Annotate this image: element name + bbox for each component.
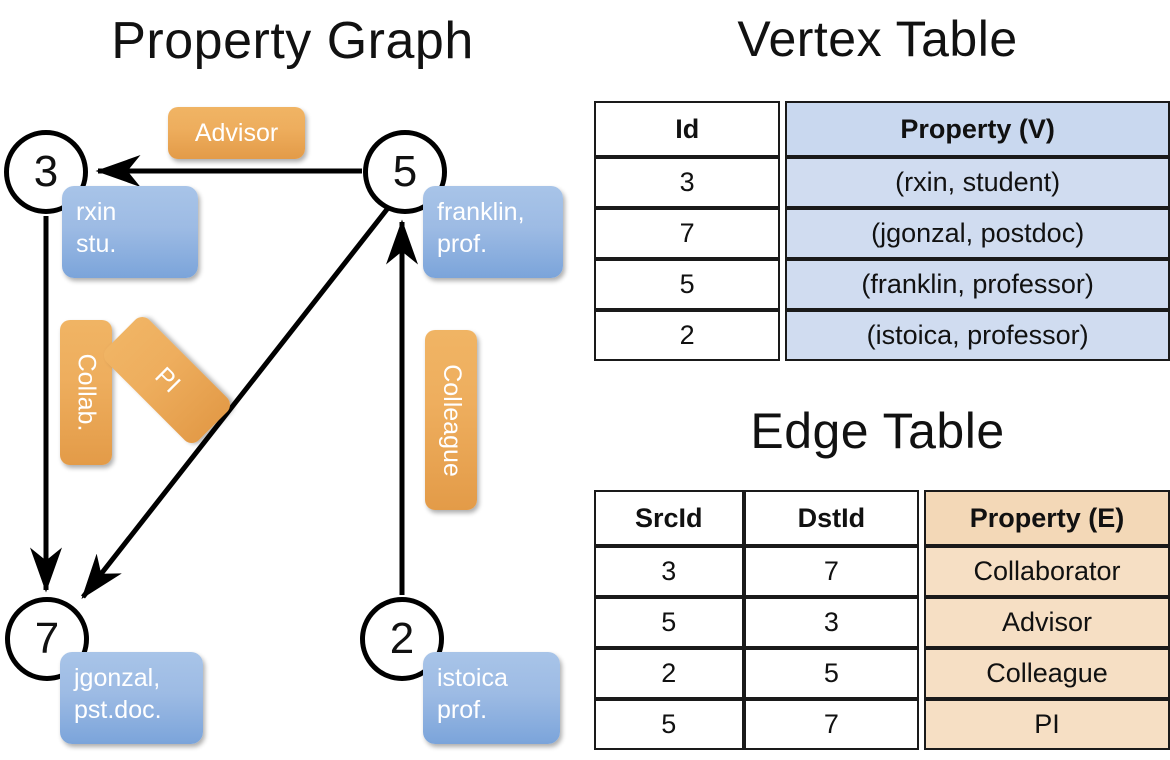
vertex-cell-id: 2 (594, 310, 781, 361)
edge-cell-dstid: 7 (743, 699, 920, 750)
page-title-property-graph: Property Graph (111, 12, 474, 70)
table-row: 3 (rxin, student) (594, 157, 1170, 208)
vertex-table: Id Property (V) 3 (rxin, student) 7 (jgo… (594, 101, 1170, 361)
node-label-2: 2 (389, 614, 415, 663)
graph-node-2[interactable]: 2 (360, 597, 444, 681)
vertex-cell-id: 5 (594, 259, 781, 310)
edge-label-colleague: Colleague (425, 330, 477, 510)
edge-cell-dstid: 7 (743, 546, 920, 597)
edge-table-header-property: Property (E) (924, 490, 1170, 546)
vertex-cell-id: 3 (594, 157, 781, 208)
table-row: 5 7 PI (594, 699, 1170, 750)
property-graph-panel: Property Graph 3 5 7 2 rxin stu. frankli… (4, 12, 563, 744)
edge-cell-srcid: 5 (594, 597, 744, 648)
edge-label-collab-text: Collab. (72, 353, 101, 432)
edge-cell-dstid: 3 (743, 597, 920, 648)
edge-cell-property: Colleague (924, 648, 1170, 699)
edge-table-header-row: SrcId DstId Property (E) (594, 490, 1170, 546)
edge-cell-property: PI (924, 699, 1170, 750)
edge-cell-srcid: 5 (594, 699, 744, 750)
edge-label-advisor: Advisor (168, 107, 305, 159)
page-title-edge-table: Edge Table (750, 403, 1005, 459)
table-row: 3 7 Collaborator (594, 546, 1170, 597)
page-title-vertex-table: Vertex Table (737, 11, 1018, 67)
vertex-cell-property: (jgonzal, postdoc) (785, 208, 1170, 259)
edge-label-collab: Collab. (60, 320, 112, 465)
table-row: 5 3 Advisor (594, 597, 1170, 648)
node-label-3: 3 (33, 147, 59, 196)
edge-cell-srcid: 3 (594, 546, 744, 597)
vertex-table-header-id: Id (594, 101, 781, 157)
node-property-box-5: franklin, prof. (423, 186, 563, 278)
graph-edges-layer (30, 155, 418, 599)
edge-cell-dstid: 5 (743, 648, 920, 699)
vertex-table-header-row: Id Property (V) (594, 101, 1170, 157)
node-label-5: 5 (392, 147, 418, 196)
node-label-7: 7 (34, 614, 60, 663)
edge-cell-property: Advisor (924, 597, 1170, 648)
edge-table-header-dstid: DstId (743, 490, 920, 546)
table-row: 2 (istoica, professor) (594, 310, 1170, 361)
edge-cell-srcid: 2 (594, 648, 744, 699)
table-row: 7 (jgonzal, postdoc) (594, 208, 1170, 259)
node-property-box-7: jgonzal, pst.doc. (60, 652, 203, 744)
node-property-box-3: rxin stu. (62, 186, 198, 278)
vertex-table-header-property: Property (V) (785, 101, 1170, 157)
edge-label-colleague-text: Colleague (437, 363, 466, 477)
edge-label-pi-text: PI (149, 361, 186, 398)
edge-pi-line (81, 206, 390, 599)
edge-table-header-srcid: SrcId (594, 490, 744, 546)
edge-cell-property: Collaborator (924, 546, 1170, 597)
table-row: 5 (franklin, professor) (594, 259, 1170, 310)
edge-table: SrcId DstId Property (E) 3 7 Collaborato… (594, 490, 1170, 750)
vertex-cell-id: 7 (594, 208, 781, 259)
node-property-box-2: istoica prof. (423, 652, 560, 744)
vertex-cell-property: (istoica, professor) (785, 310, 1170, 361)
edge-label-advisor-text: Advisor (194, 118, 279, 147)
vertex-cell-property: (rxin, student) (785, 157, 1170, 208)
vertex-cell-property: (franklin, professor) (785, 259, 1170, 310)
graph-node-5[interactable]: 5 (363, 130, 447, 214)
table-row: 2 5 Colleague (594, 648, 1170, 699)
